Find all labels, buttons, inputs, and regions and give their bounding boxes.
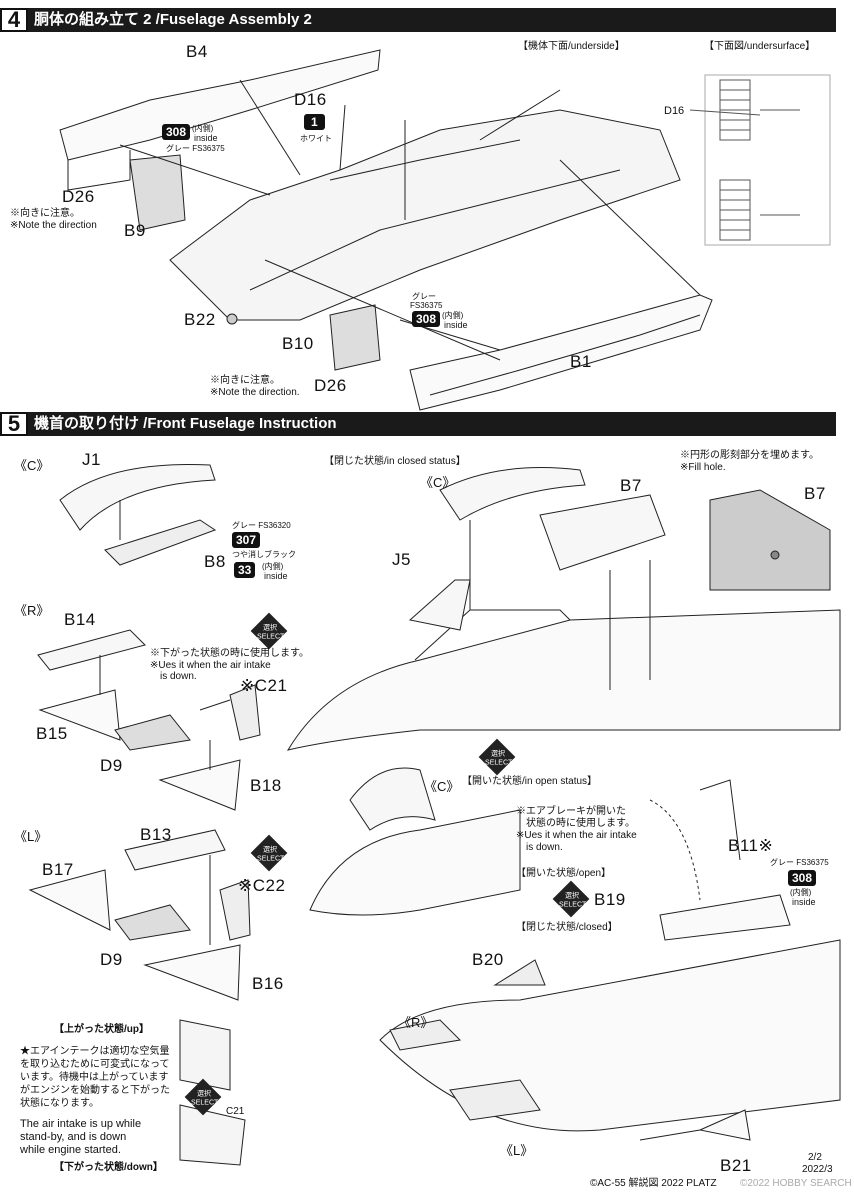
paint-307-badge: 307 [232, 532, 261, 548]
part-b9: B9 [124, 221, 146, 240]
c21-small: C21 [226, 1106, 245, 1117]
part-b14: B14 [64, 610, 96, 629]
paint-307-color: グレー FS36320 [232, 521, 291, 530]
paint-308-inside-en: inside [792, 897, 816, 907]
step4-number: 4 [0, 8, 28, 32]
part-b4: B4 [186, 42, 208, 61]
part-b20: B20 [472, 950, 504, 969]
note-top-en: ※Note the direction [10, 220, 97, 231]
part-c22: ※C22 [238, 876, 286, 895]
paint-33-badge: 33 [234, 562, 256, 578]
paint-33-color: つや消しブラック [232, 550, 296, 559]
note-airbrake-en2: is down. [526, 842, 563, 853]
down-state-label: 【下がった状態/down】 [54, 1162, 163, 1173]
fuselage-drawing [59, 49, 831, 411]
part-b17: B17 [42, 860, 74, 879]
paint-308-badge: 308 [788, 870, 817, 886]
part-b7-inset: B7 [804, 484, 826, 503]
note-top-ja: ※向きに注意。 [10, 208, 80, 219]
paint-308-bottom-inside-en: inside [444, 320, 468, 330]
part-d9-r: D9 [100, 756, 123, 775]
paint-308-top-inside-en: inside [194, 133, 218, 143]
part-b15: B15 [36, 724, 68, 743]
intake-note-en-2: while engine started. [20, 1144, 121, 1156]
note-airbrake-en1: ※Ues it when the air intake [516, 830, 637, 841]
part-d26-top: D26 [62, 187, 95, 206]
step4-header: 4 胴体の組み立て 2 /Fuselage Assembly 2 [0, 8, 836, 32]
closed-status-label: 【閉じた状態/in closed status】 [324, 456, 466, 467]
part-d16: D16 [294, 90, 327, 109]
part-j1: J1 [82, 450, 101, 469]
open-status-label: 【開いた状態/in open status】 [462, 776, 598, 787]
note-bottom-ja: ※向きに注意。 [210, 375, 280, 386]
page-date: 2022/3 [802, 1164, 833, 1175]
part-b10: B10 [282, 334, 314, 353]
paint-308-top-color: グレー FS36375 [166, 144, 225, 153]
part-b22: B22 [184, 310, 216, 329]
paint-1-badge: 1 [304, 114, 325, 130]
watermark: ©2022 HOBBY SEARCH [740, 1178, 852, 1189]
part-b19: B19 [594, 890, 626, 909]
c-closed-label: 《C》 [420, 475, 456, 490]
paint-308-inside: (内側) [790, 888, 812, 897]
part-d26-bottom: D26 [314, 376, 347, 395]
note-r-en2: is down. [160, 671, 197, 682]
paint-308-bottom-badge: 308 [412, 311, 441, 327]
copyright: ©AC-55 解説図 2022 PLATZ [590, 1178, 717, 1189]
paint-308-color: グレー FS36375 [770, 858, 829, 867]
intake-note-ja-3: がエンジンを始動すると下がった [20, 1085, 170, 1096]
step5-header: 5 機首の取り付け /Front Fuselage Instruction [0, 412, 836, 436]
part-j5: J5 [392, 550, 411, 569]
note-fill-en: ※Fill hole. [680, 462, 726, 473]
up-state-label: 【上がった状態/up】 [54, 1024, 149, 1035]
part-b21: B21 [720, 1156, 752, 1175]
group-c-label: 《C》 [14, 458, 50, 473]
note-bottom-en: ※Note the direction. [210, 387, 300, 398]
part-b11: B11※ [728, 836, 774, 855]
intake-note-ja-1: を取り込むために可変式になって [20, 1059, 170, 1070]
note-r-ja: ※下がった状態の時に使用します。 [150, 648, 309, 659]
intake-note-ja-0: ★エアインテークは適切な空気量 [20, 1046, 170, 1057]
intake-note-ja-4: 状態になります。 [20, 1098, 99, 1109]
part-b16: B16 [252, 974, 284, 993]
note-airbrake-ja1: ※エアブレーキが開いた [516, 806, 626, 817]
part-c21: ※C21 [240, 676, 288, 695]
paint-308-bottom-inside: (内側) [442, 311, 464, 320]
paint-33-inside-en: inside [264, 571, 288, 581]
underside-label: 【機体下面/underside】 [518, 41, 625, 52]
step4-title: 胴体の組み立て 2 /Fuselage Assembly 2 [34, 11, 312, 28]
group-l-label: 《L》 [14, 829, 48, 844]
page-number: 2/2 [808, 1152, 822, 1163]
closed-state-label: 【閉じた状態/closed】 [516, 922, 618, 933]
part-b7: B7 [620, 476, 642, 495]
paint-1-name: ホワイト [300, 134, 332, 143]
part-b1: B1 [570, 352, 592, 371]
undersurface-label: 【下面図/undersurface】 [704, 41, 816, 52]
note-fill-ja: ※円形の彫刻部分を埋めます。 [680, 450, 819, 461]
part-d9-l: D9 [100, 950, 123, 969]
note-airbrake-ja2: 状態の時に使用します。 [526, 818, 635, 829]
step5-title: 機首の取り付け /Front Fuselage Instruction [34, 415, 337, 432]
l-bottom-label: 《L》 [500, 1143, 534, 1158]
part-b18: B18 [250, 776, 282, 795]
part-b13: B13 [140, 825, 172, 844]
intake-note-en-1: stand-by, and is down [20, 1131, 127, 1143]
part-d16-inset: D16 [664, 105, 685, 117]
open-state-label: 【開いた状態/open】 [516, 868, 612, 879]
paint-308-top-badge: 308 [162, 124, 191, 140]
front-fuselage-drawing [28, 463, 841, 1166]
intake-note-ja-2: います。待機中は上がっています [20, 1072, 169, 1083]
group-r-label: 《R》 [14, 603, 50, 618]
c-open-label: 《C》 [424, 779, 460, 794]
r-bottom-label: 《R》 [398, 1015, 434, 1030]
step5-number: 5 [0, 412, 28, 436]
paint-308-top-inside: (内側) [192, 124, 214, 133]
intake-note-en-0: The air intake is up while [20, 1118, 142, 1130]
part-b8: B8 [204, 552, 226, 571]
paint-33-inside: (内側) [262, 562, 284, 571]
paint-308-bottom-color-ja: グレー [412, 292, 436, 301]
note-r-en1: ※Ues it when the air intake [150, 660, 271, 671]
paint-308-bottom-color-fs: FS36375 [410, 301, 443, 310]
